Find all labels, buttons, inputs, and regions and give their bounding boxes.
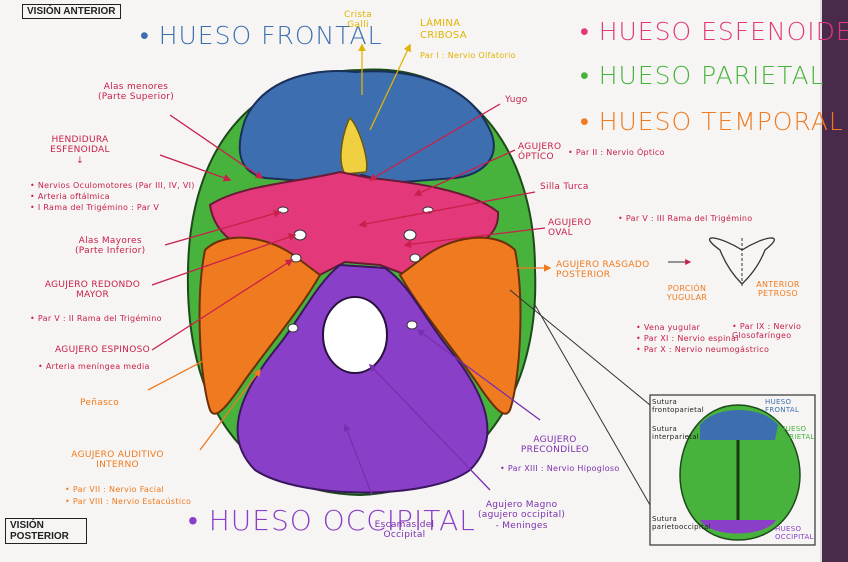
label-crista-galli: Crista Galli	[338, 10, 378, 31]
auditivo-list: • Par VII : Nervio Facial• Par VIII : Ne…	[65, 484, 191, 508]
alas-menores-sub: (Parte Superior)	[98, 92, 174, 102]
alas-menores-text: Alas menores	[98, 82, 174, 92]
label-precondileo-par: • Par XIII : Nervio Hipogloso	[500, 464, 620, 473]
label-agujero-optico: AGUJERO ÓPTICO	[518, 142, 568, 163]
label-porcion-yugular: PORCIÓN YUGULAR	[662, 284, 712, 302]
label-agujero-oval: AGUJERO OVAL	[548, 218, 598, 239]
hendidura-item: • I Rama del Trigémino : Par V	[30, 202, 195, 213]
vision-posterior-label: VISIÓN POSTERIOR	[10, 520, 69, 542]
hendidura-item: • Arteria oftálmica	[30, 191, 195, 202]
hendidura-list: • Nervios Oculomotores (Par III, IV, VI)…	[30, 180, 195, 214]
label-agujero-magno: Agujero Magno(agujero occipital)- Mening…	[478, 500, 565, 531]
inset-hueso-parietal: HUESO PARIETAL	[780, 425, 812, 441]
vision-posterior-box: VISIÓN POSTERIOR	[5, 518, 87, 544]
label-agujero-espinoso: AGUJERO ESPINOSO	[55, 345, 150, 355]
vision-anterior-box: VISIÓN ANTERIOR	[22, 4, 121, 19]
magno-text: Agujero Magno	[478, 500, 565, 510]
label-espinoso-par: • Arteria meníngea media	[38, 362, 150, 371]
label-silla-turca: Silla Turca	[540, 182, 589, 192]
label-yugo: Yugo	[505, 95, 528, 105]
title-hueso-parietal: • HUESO PARIETAL	[580, 62, 825, 91]
label-escamas-occipital: Escamas del Occipital	[372, 520, 437, 541]
alas-mayores-sub: (Parte Inferior)	[75, 246, 145, 256]
label-redondo-par: • Par V : II Rama del Trigémino	[30, 314, 162, 323]
label-petroso-item: • Par IX : Nervio Glosofaríngeo	[732, 322, 812, 340]
alas-mayores-text: Alas Mayores	[75, 236, 145, 246]
auditivo-item: • Par VIII : Nervio Estacústico	[65, 496, 191, 508]
inset-hueso-occipital: HUESO OCCIPITAL	[775, 525, 813, 541]
inset-sutura-interparietal: Sutura interparietal	[652, 425, 704, 441]
label-lamina-par: Par I : Nervio Olfatorio	[420, 51, 516, 60]
label-alas-mayores: Alas Mayores(Parte Inferior)	[75, 236, 145, 257]
label-agujero-precondileo: AGUJERO PRECONDÍLEO	[515, 435, 595, 456]
title-hueso-temporal: • HUESO TEMPORAL	[580, 108, 844, 137]
vision-anterior-label: VISIÓN ANTERIOR	[27, 6, 116, 17]
label-lamina-cribosa: LÁMINA CRIBOSA	[420, 18, 480, 41]
inset-sutura-parietooccipital: Sutura parietooccipital	[652, 515, 707, 531]
hendidura-arrow: ↓	[40, 156, 120, 166]
inset-hueso-frontal: HUESO FRONTAL	[765, 398, 810, 414]
magno-meninges: - Meninges	[478, 521, 565, 531]
label-agujero-auditivo: AGUJERO AUDITIVO INTERNO	[60, 450, 175, 471]
foramen-magnum-shape	[323, 297, 387, 373]
label-alas-menores: Alas menores(Parte Superior)	[98, 82, 174, 103]
label-agujero-redondo: AGUJERO REDONDO MAYOR	[40, 280, 145, 301]
yugular-item: • Par X : Nervio neumogástrico	[636, 344, 769, 355]
label-agujero-rasgado: AGUJERO RASGADO POSTERIOR	[556, 260, 666, 281]
title-hueso-esfenoide: • HUESO ESFENOIDE	[580, 18, 848, 47]
hendidura-text: HENDIDURA ESFENOIDAL	[40, 135, 120, 156]
label-anterior-petroso: ANTERIOR PETROSO	[752, 280, 804, 298]
label-hendidura: HENDIDURA ESFENOIDAL↓	[40, 135, 120, 166]
auditivo-item: • Par VII : Nervio Facial	[65, 484, 191, 496]
label-optico-par: • Par II : Nervio Óptico	[568, 148, 665, 157]
magno-sub: (agujero occipital)	[478, 510, 565, 520]
hendidura-item: • Nervios Oculomotores (Par III, IV, VI)	[30, 180, 195, 191]
label-penasco: Peñasco	[80, 398, 119, 408]
label-oval-par: • Par V : III Rama del Trigémino	[618, 214, 752, 223]
inset-sutura-frontoparietal: Sutura frontoparietal	[652, 398, 707, 414]
